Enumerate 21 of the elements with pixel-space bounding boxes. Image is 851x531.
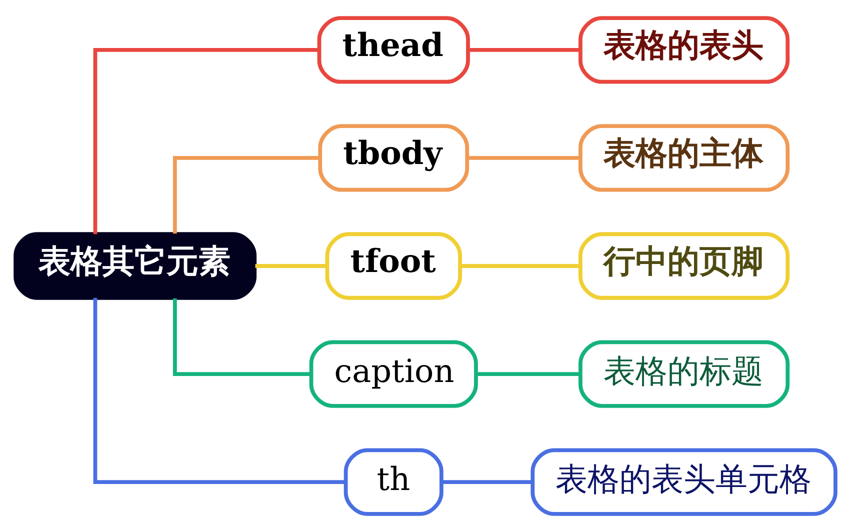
connector (460, 264, 580, 268)
node-box: 表格其它元素 (14, 232, 257, 300)
node-box: th (344, 448, 444, 516)
node-box: 表格的表头单元格 (530, 448, 838, 516)
node-box: caption (309, 340, 478, 408)
connector (468, 48, 580, 52)
node-box: 行中的页脚 (578, 232, 790, 300)
node-box: tbody (318, 124, 470, 192)
connector (172, 298, 311, 376)
connector (93, 297, 346, 484)
node-box: 表格的表头 (578, 16, 790, 84)
connector (172, 156, 320, 234)
node-box: 表格的主体 (578, 124, 790, 192)
connector (255, 264, 327, 268)
node-box: tfoot (325, 232, 462, 300)
connector (93, 48, 320, 234)
connector (476, 372, 580, 376)
node-box: 表格的标题 (578, 340, 790, 408)
connector (442, 480, 532, 484)
connector (468, 156, 580, 160)
node-box: thead (317, 16, 470, 84)
